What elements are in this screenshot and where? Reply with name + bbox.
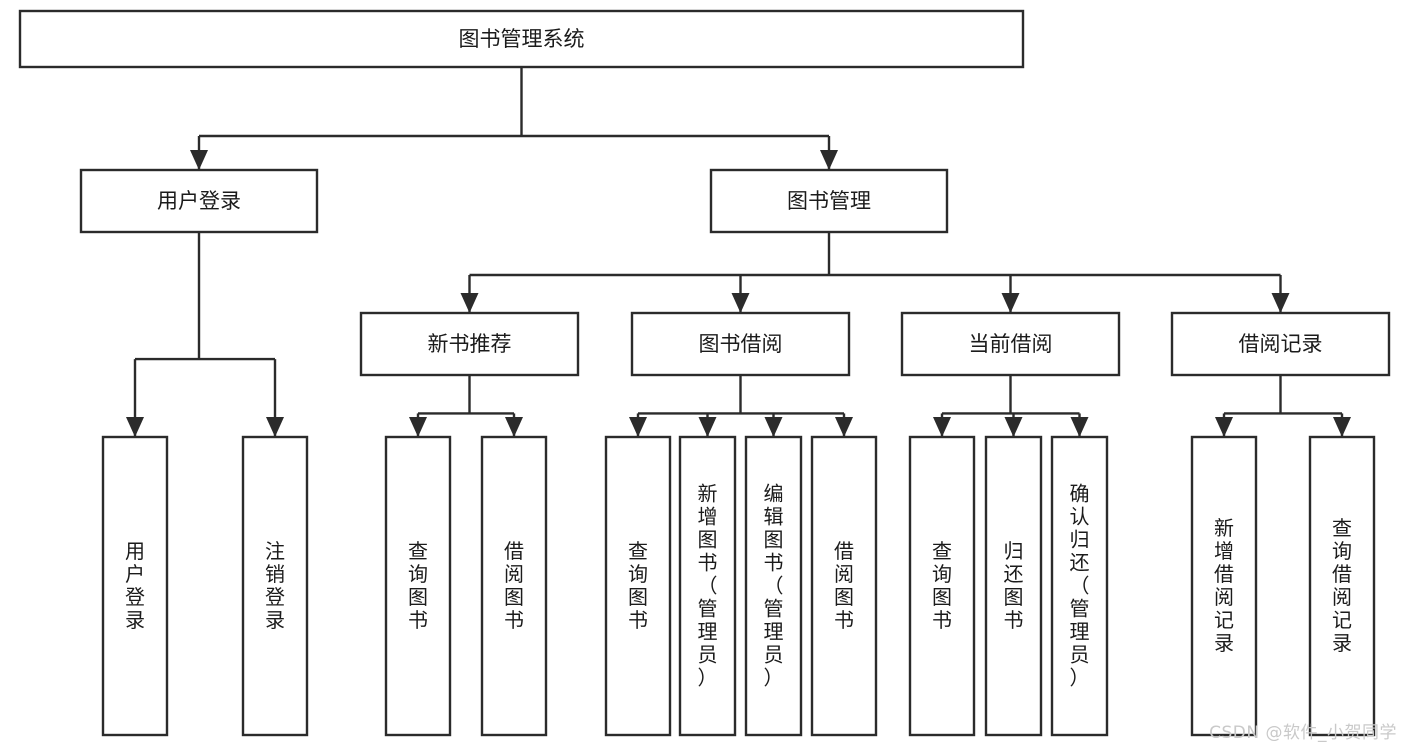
node-leaf-edit-book-admin[interactable]: 编辑图书（管理员） xyxy=(744,435,803,737)
arrow-to-user-login xyxy=(190,150,208,170)
arrow-to-leaf-borrow-book xyxy=(835,417,853,437)
node-leaf-add-borrow-record[interactable]: 新增借阅记录 xyxy=(1190,435,1258,737)
node-book-borrow-label: 图书借阅 xyxy=(699,332,783,356)
node-leaf-logout-login-label: 注销登录 xyxy=(265,539,285,632)
node-leaf-query-book-current[interactable]: 查询图书 xyxy=(908,435,976,737)
arrow-to-leaf-query-book-current xyxy=(933,417,951,437)
node-leaf-confirm-return-admin-label: 确认归还（管理员） xyxy=(1070,481,1090,689)
node-book-borrow[interactable]: 图书借阅 xyxy=(630,311,851,377)
node-leaf-query-book-borrow-label: 查询图书 xyxy=(628,539,648,632)
node-leaf-query-book-borrow-box xyxy=(604,435,672,737)
node-leaf-user-login-box xyxy=(101,435,169,737)
arrow-to-leaf-user-login xyxy=(126,417,144,437)
node-user-login[interactable]: 用户登录 xyxy=(79,168,319,234)
node-new-book-recommend[interactable]: 新书推荐 xyxy=(359,311,580,377)
node-book-management[interactable]: 图书管理 xyxy=(709,168,949,234)
node-book-management-box xyxy=(709,168,949,234)
node-leaf-borrow-book-recommend[interactable]: 借阅图书 xyxy=(480,435,548,737)
node-leaf-edit-book-admin-label: 编辑图书（管理员） xyxy=(764,481,784,689)
node-current-borrow-box xyxy=(900,311,1121,377)
node-leaf-query-borrow-record-box xyxy=(1308,435,1376,737)
node-leaf-add-borrow-record-box xyxy=(1190,435,1258,737)
arrow-to-new-book-recommend xyxy=(460,293,479,313)
node-leaf-add-book-admin[interactable]: 新增图书（管理员） xyxy=(678,435,737,737)
node-leaf-borrow-book-recommend-box xyxy=(480,435,548,737)
node-leaf-query-book-current-label: 查询图书 xyxy=(932,539,952,632)
arrow-to-leaf-add-borrow-record xyxy=(1215,417,1233,437)
arrow-to-leaf-confirm-return-admin xyxy=(1070,417,1089,437)
node-current-borrow[interactable]: 当前借阅 xyxy=(900,311,1121,377)
node-user-login-box xyxy=(79,168,319,234)
node-leaf-confirm-return-admin[interactable]: 确认归还（管理员） xyxy=(1050,435,1109,737)
node-root-box xyxy=(18,9,1025,69)
arrow-to-leaf-return-book xyxy=(1004,417,1023,437)
node-book-management-label: 图书管理 xyxy=(787,189,871,213)
node-leaf-query-book-recommend-box xyxy=(384,435,452,737)
node-new-book-recommend-label: 新书推荐 xyxy=(428,332,512,356)
arrow-to-leaf-borrow-book-recommend xyxy=(505,417,523,437)
node-leaf-query-book-borrow[interactable]: 查询图书 xyxy=(604,435,672,737)
node-borrow-record-label: 借阅记录 xyxy=(1239,332,1323,356)
node-leaf-borrow-book-label: 借阅图书 xyxy=(834,539,854,632)
node-leaf-add-book-admin-box xyxy=(678,435,737,737)
node-leaf-query-borrow-record[interactable]: 查询借阅记录 xyxy=(1308,435,1376,737)
connector-links-layer xyxy=(126,67,1351,437)
node-leaf-edit-book-admin-box xyxy=(744,435,803,737)
node-borrow-record-box xyxy=(1170,311,1391,377)
node-leaf-add-borrow-record-label: 新增借阅记录 xyxy=(1214,516,1234,655)
arrow-to-book-management xyxy=(820,150,838,170)
arrow-to-leaf-query-borrow-record xyxy=(1333,417,1351,437)
node-leaf-query-book-recommend-label: 查询图书 xyxy=(408,539,428,632)
node-leaf-query-book-current-box xyxy=(908,435,976,737)
arrow-to-book-borrow xyxy=(731,293,750,313)
node-book-borrow-box xyxy=(630,311,851,377)
node-leaf-logout-login-box xyxy=(241,435,309,737)
arrow-to-leaf-query-book-borrow xyxy=(629,417,647,437)
node-leaf-borrow-book-box xyxy=(810,435,878,737)
node-leaf-query-borrow-record-label: 查询借阅记录 xyxy=(1332,516,1352,655)
nodes-layer: 图书管理系统用户登录图书管理新书推荐图书借阅当前借阅借阅记录用户登录注销登录查询… xyxy=(18,9,1391,737)
node-leaf-return-book[interactable]: 归还图书 xyxy=(984,435,1043,737)
node-leaf-confirm-return-admin-box xyxy=(1050,435,1109,737)
arrow-to-borrow-record xyxy=(1271,293,1290,313)
node-leaf-logout-login[interactable]: 注销登录 xyxy=(241,435,309,737)
csdn-watermark: CSDN @软件_小贺同学 xyxy=(1209,723,1397,743)
node-leaf-return-book-label: 归还图书 xyxy=(1004,539,1024,632)
node-root-label: 图书管理系统 xyxy=(459,27,585,51)
node-new-book-recommend-box xyxy=(359,311,580,377)
arrow-to-leaf-query-book-recommend xyxy=(409,417,427,437)
node-leaf-borrow-book[interactable]: 借阅图书 xyxy=(810,435,878,737)
node-current-borrow-label: 当前借阅 xyxy=(969,332,1053,356)
node-leaf-borrow-book-recommend-label: 借阅图书 xyxy=(504,539,524,632)
node-root[interactable]: 图书管理系统 xyxy=(18,9,1025,69)
node-leaf-return-book-box xyxy=(984,435,1043,737)
arrow-to-leaf-logout-login xyxy=(266,417,284,437)
node-borrow-record[interactable]: 借阅记录 xyxy=(1170,311,1391,377)
node-leaf-user-login-label: 用户登录 xyxy=(125,539,145,632)
node-user-login-label: 用户登录 xyxy=(157,189,241,213)
node-leaf-add-book-admin-label: 新增图书（管理员） xyxy=(698,481,718,689)
arrow-to-leaf-edit-book-admin xyxy=(764,417,783,437)
node-leaf-query-book-recommend[interactable]: 查询图书 xyxy=(384,435,452,737)
arrow-to-current-borrow xyxy=(1001,293,1020,313)
arrow-to-leaf-add-book-admin xyxy=(698,417,717,437)
node-leaf-user-login[interactable]: 用户登录 xyxy=(101,435,169,737)
